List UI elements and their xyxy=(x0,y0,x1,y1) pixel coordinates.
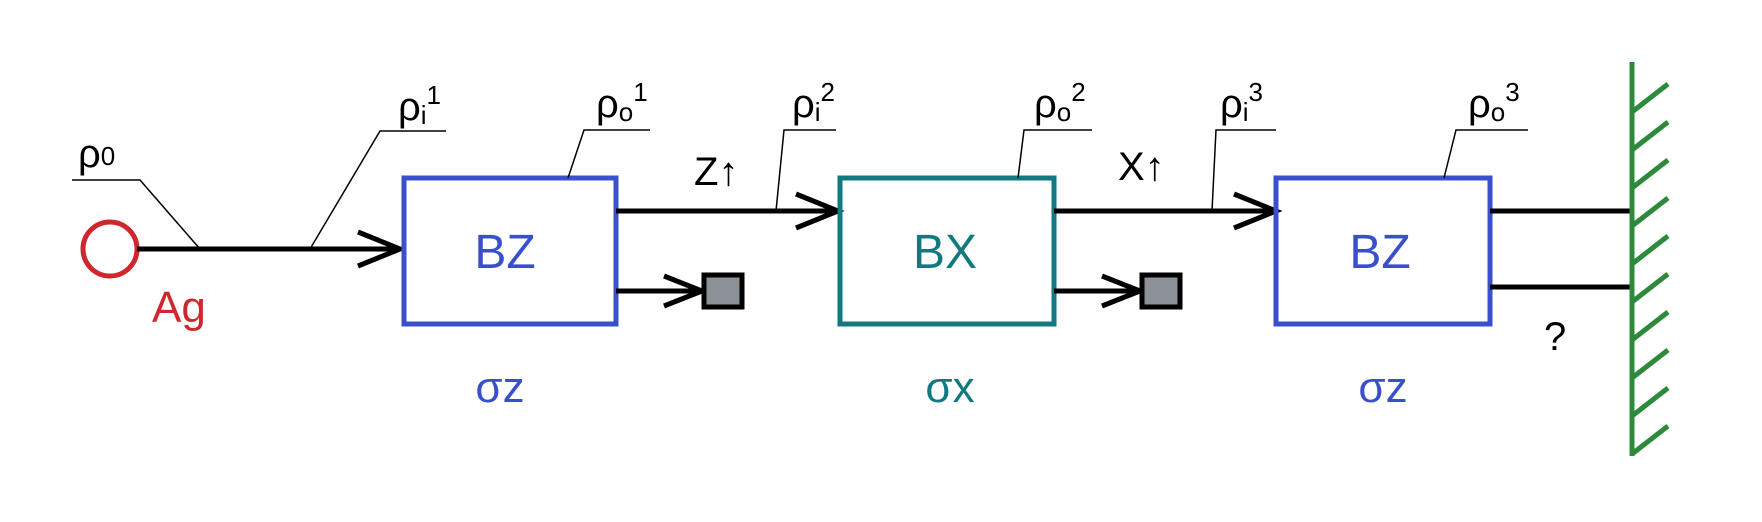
rho-i2-label: ρi2 xyxy=(792,77,835,127)
detector-2 xyxy=(1139,272,1183,310)
arrowhead-1 xyxy=(357,229,407,269)
rho-i3-leader xyxy=(1211,129,1276,212)
rho-i2-leader xyxy=(775,129,836,212)
bz-box-1-operator: σz xyxy=(475,363,524,412)
rho-o2-label: ρo2 xyxy=(1034,77,1086,127)
bz-box-1 xyxy=(401,175,619,327)
bz-box-2-label: BZ xyxy=(1349,226,1410,279)
detector-1 xyxy=(701,272,745,310)
rho-i3-label: ρi3 xyxy=(1220,77,1263,127)
source-circle xyxy=(80,219,140,279)
question-mark: ? xyxy=(1544,315,1566,359)
bx-box xyxy=(837,175,1057,327)
rho-o1-leader xyxy=(567,129,650,179)
bx-box-label: BX xyxy=(913,226,977,279)
bz-box-2-operator: σz xyxy=(1358,363,1407,412)
rho-0-label: ρ0 xyxy=(78,132,115,176)
rho-i1-leader xyxy=(309,130,446,250)
bz-box-1-label: BZ xyxy=(474,226,535,279)
z-up-label: Z↑ xyxy=(694,150,738,194)
rho-o3-label: ρo3 xyxy=(1468,77,1520,127)
rho-i1-label: ρi1 xyxy=(398,80,441,130)
bx-box-operator: σx xyxy=(925,363,974,412)
bz-box-2 xyxy=(1273,175,1493,327)
source-label: Ag xyxy=(152,283,206,332)
wall xyxy=(1629,62,1670,456)
rho-o2-leader xyxy=(1017,129,1092,179)
rho-o3-leader xyxy=(1443,129,1528,179)
rho-o1-label: ρo1 xyxy=(596,77,648,127)
x-up-label: X↑ xyxy=(1118,145,1165,189)
rho-0-leader xyxy=(72,179,201,250)
